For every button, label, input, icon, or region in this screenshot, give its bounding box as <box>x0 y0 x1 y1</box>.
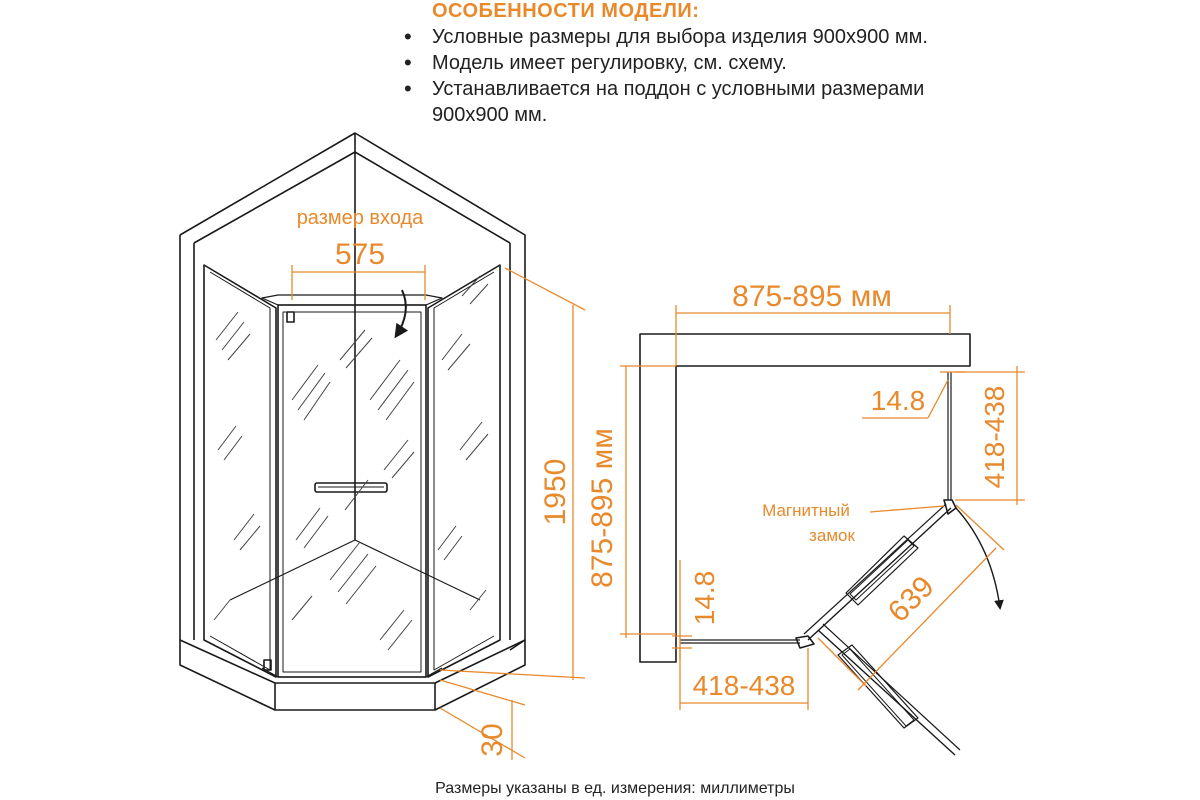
magnet-label-line1: Магнитный <box>762 501 850 520</box>
feature-text: Условные размеры для выбора изделия 900x… <box>432 26 928 48</box>
units-footnote: Размеры указаны в ед. измерения: миллиме… <box>435 780 795 797</box>
tray-outline <box>179 639 526 711</box>
entrance-width-value: 575 <box>335 238 385 271</box>
feature-item: Условные размеры для выбора изделия 900x… <box>404 24 1004 50</box>
plan-door-width-value: 639 <box>882 570 941 629</box>
feature-text: Устанавливается на поддон с условными ра… <box>432 78 925 100</box>
bottom-sill <box>261 667 443 678</box>
plan-door-open-handle <box>837 644 919 729</box>
plan-door-swing-arrow <box>955 507 1004 610</box>
plan-side-right-value: 418-438 <box>979 386 1010 489</box>
plan-gap-top-value: 14.8 <box>871 385 926 416</box>
plan-view <box>639 333 1004 756</box>
feature-item: Модель имеет регулировку, см. схему. <box>404 50 1004 76</box>
plan-width-value: 875-895 мм <box>732 280 892 313</box>
door-swing-arrow <box>394 289 409 339</box>
features-title: ОСОБЕННОСТИ МОДЕЛИ: <box>432 0 700 22</box>
plan-door-open <box>817 629 956 756</box>
floor-back <box>229 539 481 601</box>
plan-dimensions <box>620 305 1025 710</box>
tray-height-value: 30 <box>476 723 509 756</box>
door-inner-frame <box>282 311 422 673</box>
height-value: 1950 <box>539 459 572 526</box>
hinge-top <box>286 311 295 323</box>
feature-text-continuation: 900x900 мм. <box>432 104 548 126</box>
top-header <box>261 294 443 306</box>
wall-outline <box>179 132 526 651</box>
glass-hatch <box>213 275 489 651</box>
plan-door-closed <box>807 507 952 641</box>
feature-item: Устанавливается на поддон с условными ра… <box>404 76 1004 128</box>
right-glass-panel <box>427 264 501 678</box>
plan-depth-value: 875-895 мм <box>586 428 619 588</box>
plan-door-handle <box>845 535 919 606</box>
features-list: Условные размеры для выбора изделия 900x… <box>404 24 1004 128</box>
feature-text: Модель имеет регулировку, см. схему. <box>432 52 787 74</box>
magnet-label-line2: замок <box>809 526 855 545</box>
hinge-bottom <box>263 659 272 671</box>
front-dimensions <box>291 265 586 760</box>
plan-gap-left-value: 14.8 <box>689 571 720 626</box>
plan-side-bottom-value: 418-438 <box>693 670 796 701</box>
left-glass-panel <box>203 264 277 678</box>
plan-joint-left <box>795 635 815 649</box>
front-view <box>179 132 526 711</box>
entrance-label: размер входа <box>297 207 424 229</box>
features-block: ОСОБЕННОСТИ МОДЕЛИ: Условные размеры для… <box>0 0 1200 130</box>
door-handle <box>314 482 388 493</box>
